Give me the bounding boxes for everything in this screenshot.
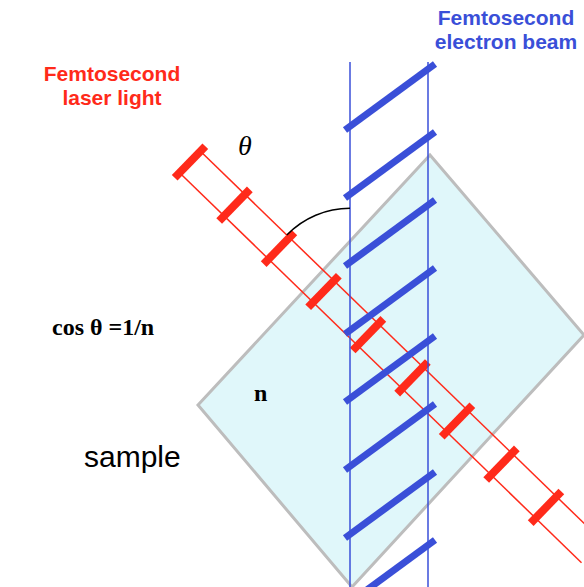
- laser-beam-edge: [200, 151, 584, 541]
- laser-pulse: [308, 276, 339, 308]
- angle-arc: [287, 208, 350, 235]
- laser-pulse: [486, 448, 517, 480]
- angle-symbol: θ: [238, 130, 252, 162]
- electron-pulse: [345, 336, 435, 402]
- electron-pulse: [345, 64, 435, 130]
- equation: cos θ =1/n: [52, 314, 154, 341]
- laser-pulse: [442, 405, 473, 437]
- electron-pulse: [345, 540, 435, 587]
- electron-pulse: [345, 200, 435, 266]
- beam-label: Femtosecond electron beam: [431, 6, 581, 54]
- electron-beam-edge: [349, 62, 351, 587]
- beam-label: Femtosecond laser light: [26, 62, 198, 110]
- index-symbol: n: [254, 380, 267, 407]
- electron-pulse: [345, 132, 435, 198]
- electron-pulse: [345, 404, 435, 470]
- laser-pulse: [397, 362, 428, 394]
- laser-pulse: [531, 492, 562, 524]
- laser-pulse: [219, 189, 250, 221]
- electron-pulse: [345, 268, 435, 334]
- sample-slab: [198, 155, 584, 587]
- laser-beam-edge: [180, 173, 582, 563]
- laser-pulse: [175, 146, 206, 178]
- part-name: sample: [84, 440, 181, 474]
- laser-pulse: [264, 233, 295, 265]
- electron-pulse: [345, 472, 435, 538]
